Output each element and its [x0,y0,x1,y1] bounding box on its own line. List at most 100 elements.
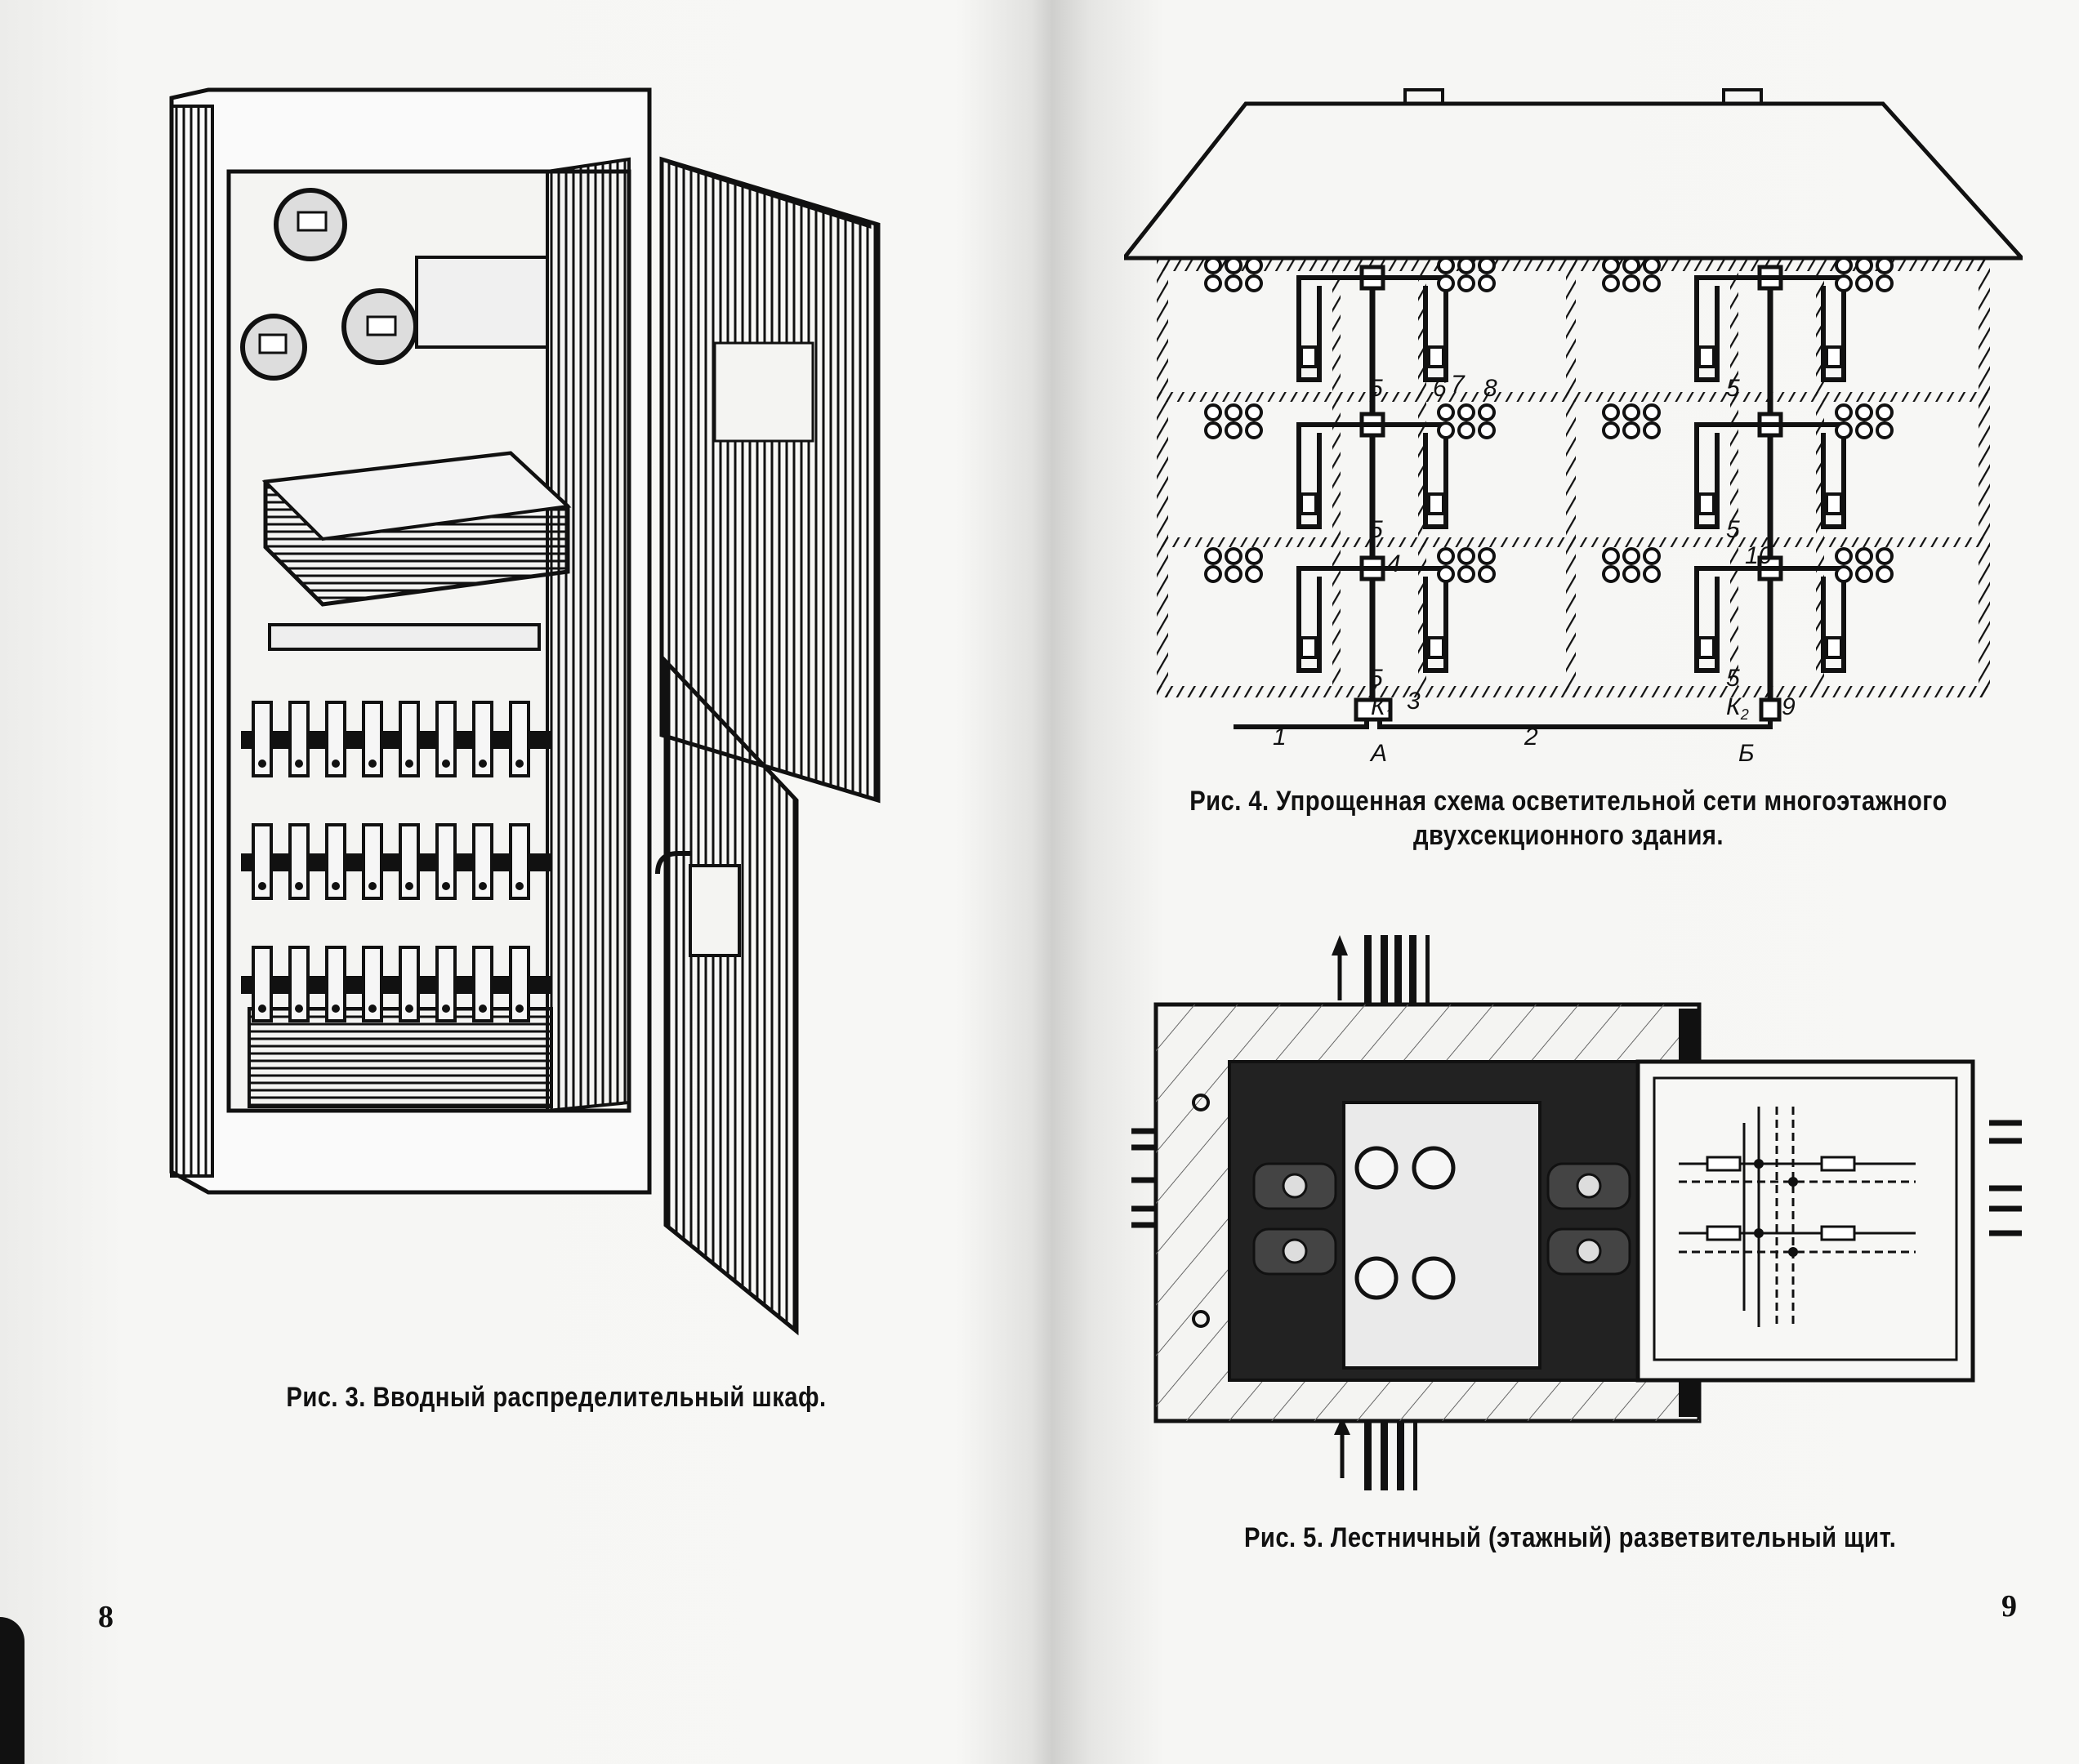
switch-terminal [515,760,524,768]
figure-3-distribution-cabinet-illustration [169,87,881,1336]
lamp [1876,256,1894,274]
knife-switch [252,701,273,777]
lamp [1622,403,1640,421]
lamp [1437,565,1455,583]
label-1: 1 [1273,724,1287,751]
wiring [1204,256,1894,729]
lamp [1245,421,1263,439]
lamp [1437,547,1455,565]
apartment-branch [1372,422,1448,529]
lamp [1835,403,1853,421]
lamp [1835,565,1853,583]
apartment-meter [1300,492,1318,515]
busbar [241,976,551,994]
switch-terminal [258,1004,266,1013]
apartment-meter [1427,345,1445,368]
lamp [1876,421,1894,439]
input-box-3 [1354,697,1393,722]
electric-meters [240,188,549,381]
lamp [1855,547,1873,565]
lamp [1643,547,1661,565]
stairwell-wall [1730,271,1738,686]
label-8: 8 [1483,375,1497,402]
lamp [1855,421,1873,439]
apartment-branch [1372,275,1448,382]
lamp [1225,256,1242,274]
knife-switch [362,701,383,777]
knife-switch [252,946,273,1022]
knife-switch [399,701,420,777]
lamp [1622,421,1640,439]
knife-switch [288,946,310,1022]
lamp [1478,403,1496,421]
lamp [1602,547,1620,565]
stairwell-wall [1332,271,1341,686]
figure-5-caption: Рис. 5. Лестничный (этажный) разветвител… [1244,1522,1897,1553]
lamp [1478,565,1496,583]
switch-terminal [479,1004,487,1013]
lower-door [655,656,799,1336]
board-panel [1228,1060,1656,1382]
lamp [1225,547,1242,565]
apartment-meter [1698,345,1715,368]
lamp [1204,274,1222,292]
lamp [1835,256,1853,274]
lamp [1855,274,1873,292]
outer-wall-left [1157,260,1168,697]
lamp [1245,565,1263,583]
lamp [1204,421,1222,439]
switch-terminal [368,882,377,890]
knife-switch [325,823,346,900]
apartment-branch [1372,566,1448,673]
section-wall [1566,260,1576,697]
lamp [1204,565,1222,583]
switch-terminal [515,1004,524,1013]
lamp [1457,547,1475,565]
switch-terminal [258,760,266,768]
label-9: 9 [1782,693,1796,720]
lamp [1602,565,1620,583]
lamp [1876,274,1894,292]
apartment-meter [1825,345,1843,368]
lamp [1478,256,1496,274]
label-5: 5 [1726,375,1740,402]
lamp [1437,256,1455,274]
lamp [1835,547,1853,565]
label-7: 7 [1451,371,1466,398]
lamp [1622,565,1640,583]
apartment-branch [1694,422,1770,529]
switch-terminal [479,882,487,890]
figure-4-caption-line-1: Рис. 4. Упрощенная схема осветительной с… [1189,786,1947,817]
knife-switch [288,823,310,900]
apartment-meter [1825,492,1843,515]
lamp [1643,421,1661,439]
knife-switch [399,823,420,900]
figure-3-caption: Рис. 3. Вводный распределительный шкаф. [286,1382,827,1413]
apartment-meter [1300,345,1318,368]
page-number-left: 8 [98,1600,114,1634]
lamp [1855,256,1873,274]
lamp [1204,256,1222,274]
figure-5-staircase-distribution-board [1131,935,2022,1490]
apartment-meter [1427,636,1445,659]
lamp [1245,274,1263,292]
knife-switch [509,823,530,900]
knife-switch [509,701,530,777]
label-5: 5 [1369,665,1383,692]
cable-arrows [1131,935,2022,1490]
switch-terminal [405,1004,413,1013]
knife-switch [472,946,493,1022]
lamp [1478,547,1496,565]
label-5: 5 [1726,516,1740,543]
label-k2: К2 [1726,693,1749,723]
switch-terminal [368,1004,377,1013]
lamp [1225,403,1242,421]
label-2: 2 [1524,724,1538,751]
knife-switch [435,946,457,1022]
switch-terminal [368,760,377,768]
figure-4-lighting-network-diagram: 5 6 7 8 5 4 5 К1 3 А 5 5 10 5 К2 9 Б 1 2 [1124,88,2023,767]
label-b: Б [1738,740,1755,767]
knife-switch [435,823,457,900]
lamp [1245,547,1263,565]
apartment-branch [1694,275,1770,382]
